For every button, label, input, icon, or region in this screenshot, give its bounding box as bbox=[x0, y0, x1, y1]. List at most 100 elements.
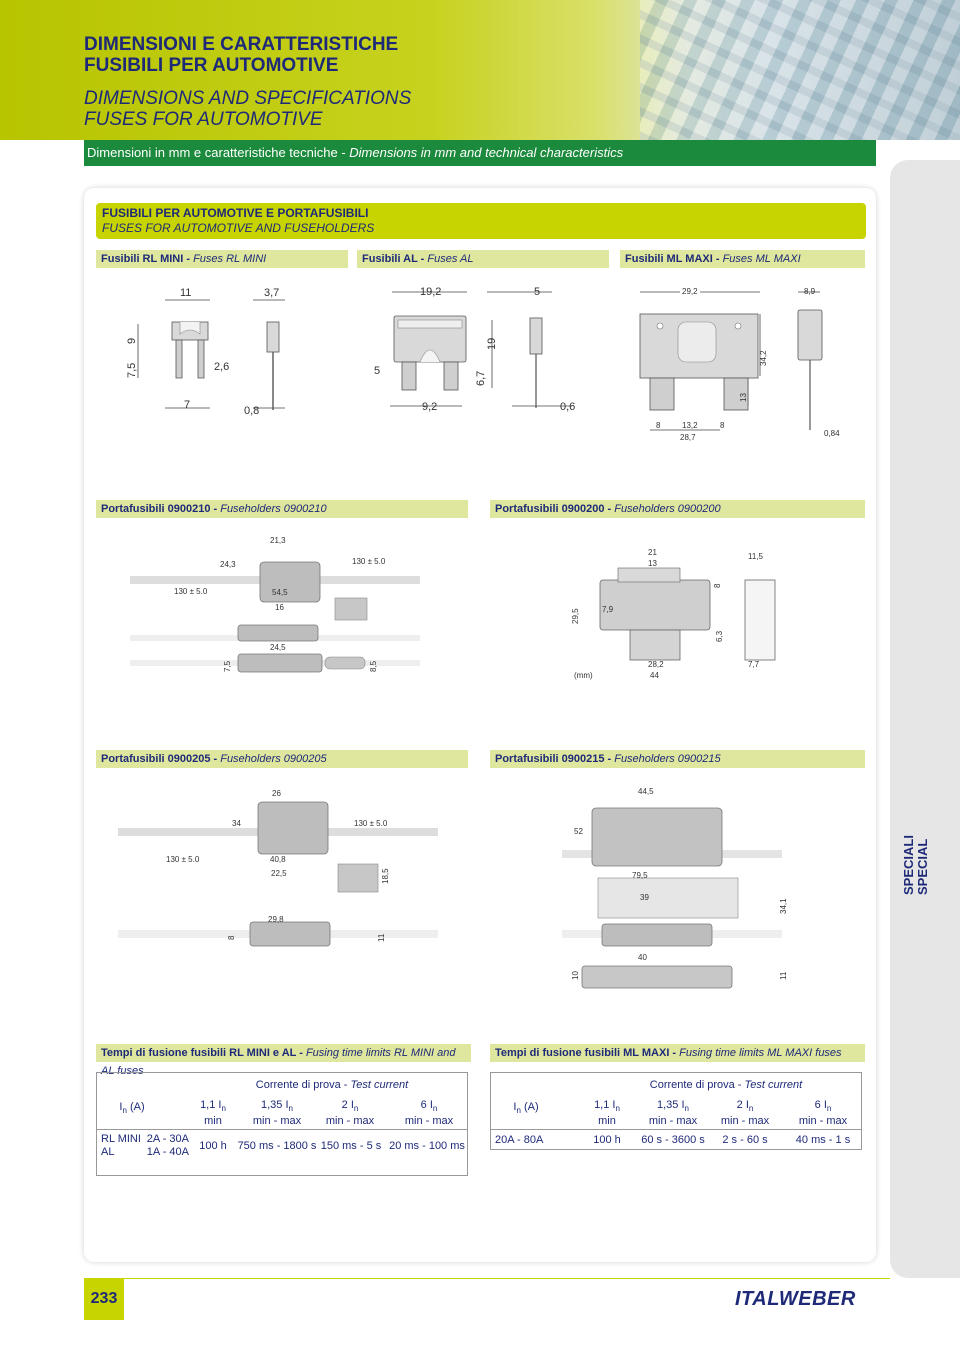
page-number: 233 bbox=[84, 1278, 124, 1320]
section-title-en: FUSES FOR AUTOMOTIVE AND FUSEHOLDERS bbox=[102, 221, 375, 235]
table-left-in-header: In (A) bbox=[119, 1101, 145, 1116]
title-it-line1: DIMENSIONI E CARATTERISTICHE bbox=[84, 34, 399, 55]
subtitle-it: Dimensioni in mm e caratteristiche tecni… bbox=[87, 145, 350, 160]
label-table-left: Tempi di fusione fusibili RL MINI e AL -… bbox=[96, 1044, 471, 1077]
subtitle-en: Dimensions in mm and technical character… bbox=[349, 145, 624, 160]
h210-dim-7-5: 7,5 bbox=[223, 660, 232, 672]
h205-dim-130-b: 130 ± 5.0 bbox=[166, 855, 200, 864]
holder-0900215-drawing: 44,5 52 79,5 39 34,1 40 10 11 bbox=[562, 782, 802, 1002]
header-photo bbox=[640, 0, 960, 140]
h210-dim-21-3: 21,3 bbox=[270, 536, 286, 545]
page-title-it: DIMENSIONI E CARATTERISTICHE FUSIBILI PE… bbox=[84, 34, 398, 76]
h205-dim-18-5: 18,5 bbox=[381, 868, 390, 884]
h200-dim-7-9: 7,9 bbox=[602, 605, 614, 614]
al-dim-0-6: 0,6 bbox=[560, 401, 575, 413]
rl-dim-11: 11 bbox=[180, 287, 191, 299]
fusing-table-right: Corrente di prova - Test current In (A) … bbox=[490, 1072, 862, 1150]
al-drawing: 19,2 5 19 5 6,7 9,2 0,6 bbox=[362, 278, 602, 428]
h205-dim-29-8: 29,8 bbox=[268, 915, 284, 924]
h200-dim-44: 44 bbox=[650, 671, 659, 680]
table-left-val1: 100 h bbox=[199, 1140, 227, 1152]
section-heading: FUSIBILI PER AUTOMOTIVE E PORTAFUSIBILI … bbox=[96, 203, 866, 239]
brand-logo: ITALWEBER bbox=[735, 1288, 856, 1310]
header-band bbox=[0, 0, 960, 140]
al-dim-19-2: 19,2 bbox=[420, 286, 441, 298]
rl-dim-0-8: 0,8 bbox=[244, 405, 259, 417]
label-rl-mini: Fusibili RL MINI - Fuses RL MINI bbox=[96, 250, 348, 268]
al-dim-5-left: 5 bbox=[374, 365, 380, 377]
h205-dim-130-a: 130 ± 5.0 bbox=[354, 819, 388, 828]
rl-mini-drawing: 11 3,7 9 7,5 2,6 7 0,8 bbox=[110, 278, 330, 428]
section-title-it: FUSIBILI PER AUTOMOTIVE E PORTAFUSIBILI bbox=[102, 206, 369, 220]
h200-unit-mm: (mm) bbox=[574, 671, 593, 680]
table-right-val1: 100 h bbox=[593, 1134, 621, 1146]
h215-dim-10: 10 bbox=[571, 971, 580, 980]
ml-dim-8-right: 8 bbox=[720, 421, 725, 430]
ml-maxi-drawing: 29,2 8,9 34,2 13 8 13,2 8 28,7 0,84 bbox=[620, 278, 860, 448]
rl-dim-7: 7 bbox=[184, 399, 190, 411]
h210-dim-54-5: 54,5 bbox=[272, 588, 288, 597]
al-dim-19: 19 bbox=[486, 338, 498, 350]
ml-dim-28-7: 28,7 bbox=[680, 433, 696, 442]
h215-dim-79-5: 79,5 bbox=[632, 871, 648, 880]
title-it-line2: FUSIBILI PER AUTOMOTIVE bbox=[84, 55, 339, 76]
h200-dim-21: 21 bbox=[648, 548, 657, 557]
al-dim-9-2: 9,2 bbox=[422, 401, 437, 413]
table-right-in-header: In (A) bbox=[513, 1101, 539, 1116]
label-0900200: Portafusibili 0900200 - Fuseholders 0900… bbox=[490, 500, 865, 518]
ml-dim-0-84: 0,84 bbox=[824, 429, 840, 438]
page-title-en: DIMENSIONS AND SPECIFICATIONS FUSES FOR … bbox=[84, 88, 411, 130]
h200-dim-8: 8 bbox=[713, 583, 722, 588]
ml-dim-8-9: 8,9 bbox=[804, 287, 816, 296]
h200-dim-7-7: 7,7 bbox=[748, 660, 760, 669]
h205-dim-22-5: 22,5 bbox=[271, 869, 287, 878]
h215-dim-34-1: 34,1 bbox=[779, 898, 788, 914]
h215-dim-39: 39 bbox=[640, 893, 649, 902]
label-table-right: Tempi di fusione fusibili ML MAXI - Fusi… bbox=[490, 1044, 865, 1062]
h215-dim-52: 52 bbox=[574, 827, 583, 836]
h215-dim-44-5: 44,5 bbox=[638, 787, 654, 796]
h210-dim-16: 16 bbox=[275, 603, 284, 612]
ml-dim-13-2: 13,2 bbox=[682, 421, 698, 430]
title-en-line1: DIMENSIONS AND SPECIFICATIONS bbox=[84, 88, 412, 109]
holder-0900200-drawing: 21 13 11,5 8 29,5 7,9 6,3 28,2 44 7,7 (m… bbox=[560, 540, 800, 700]
al-dim-6-7: 6,7 bbox=[475, 371, 487, 386]
h210-dim-130-b: 130 ± 5.0 bbox=[174, 587, 208, 596]
table-right-range: 20A - 80A bbox=[495, 1134, 544, 1146]
rl-dim-7-5: 7,5 bbox=[126, 363, 138, 378]
h205-dim-11: 11 bbox=[377, 933, 386, 942]
table-right-divider bbox=[491, 1129, 861, 1130]
ml-dim-29-2: 29,2 bbox=[682, 287, 698, 296]
rl-dim-2-6: 2,6 bbox=[214, 361, 229, 373]
table-left-group: Corrente di prova - Test current bbox=[255, 1079, 409, 1091]
ml-dim-13: 13 bbox=[739, 393, 748, 402]
h210-dim-130-a: 130 ± 5.0 bbox=[352, 557, 386, 566]
h205-dim-8: 8 bbox=[227, 935, 236, 940]
side-label-it: SPECIALI bbox=[901, 835, 916, 895]
label-ml-maxi: Fusibili ML MAXI - Fuses ML MAXI bbox=[620, 250, 865, 268]
h215-dim-11: 11 bbox=[779, 971, 788, 980]
h200-dim-6-3: 6,3 bbox=[715, 630, 724, 642]
holder-0900205-drawing: 26 34 130 ± 5.0 130 ± 5.0 40,8 22,5 18,5… bbox=[118, 782, 438, 972]
footer-line bbox=[124, 1278, 890, 1279]
label-al: Fusibili AL - Fuses AL bbox=[357, 250, 609, 268]
h200-dim-13: 13 bbox=[648, 559, 657, 568]
label-0900215: Portafusibili 0900215 - Fuseholders 0900… bbox=[490, 750, 865, 768]
h210-dim-24-5: 24,5 bbox=[270, 643, 286, 652]
h200-dim-29-5: 29,5 bbox=[571, 608, 580, 624]
side-label-en: SPECIAL bbox=[915, 838, 930, 895]
h210-dim-8-5: 8,5 bbox=[369, 660, 378, 672]
table-right-val2: 60 s - 3600 s bbox=[641, 1134, 705, 1146]
h205-dim-40-8: 40,8 bbox=[270, 855, 286, 864]
h210-dim-24-3: 24,3 bbox=[220, 560, 236, 569]
rl-dim-3-7: 3,7 bbox=[264, 287, 279, 299]
fusing-table-left: Corrente di prova - Test current In (A) … bbox=[96, 1072, 468, 1176]
ml-dim-34-2: 34,2 bbox=[759, 350, 768, 366]
